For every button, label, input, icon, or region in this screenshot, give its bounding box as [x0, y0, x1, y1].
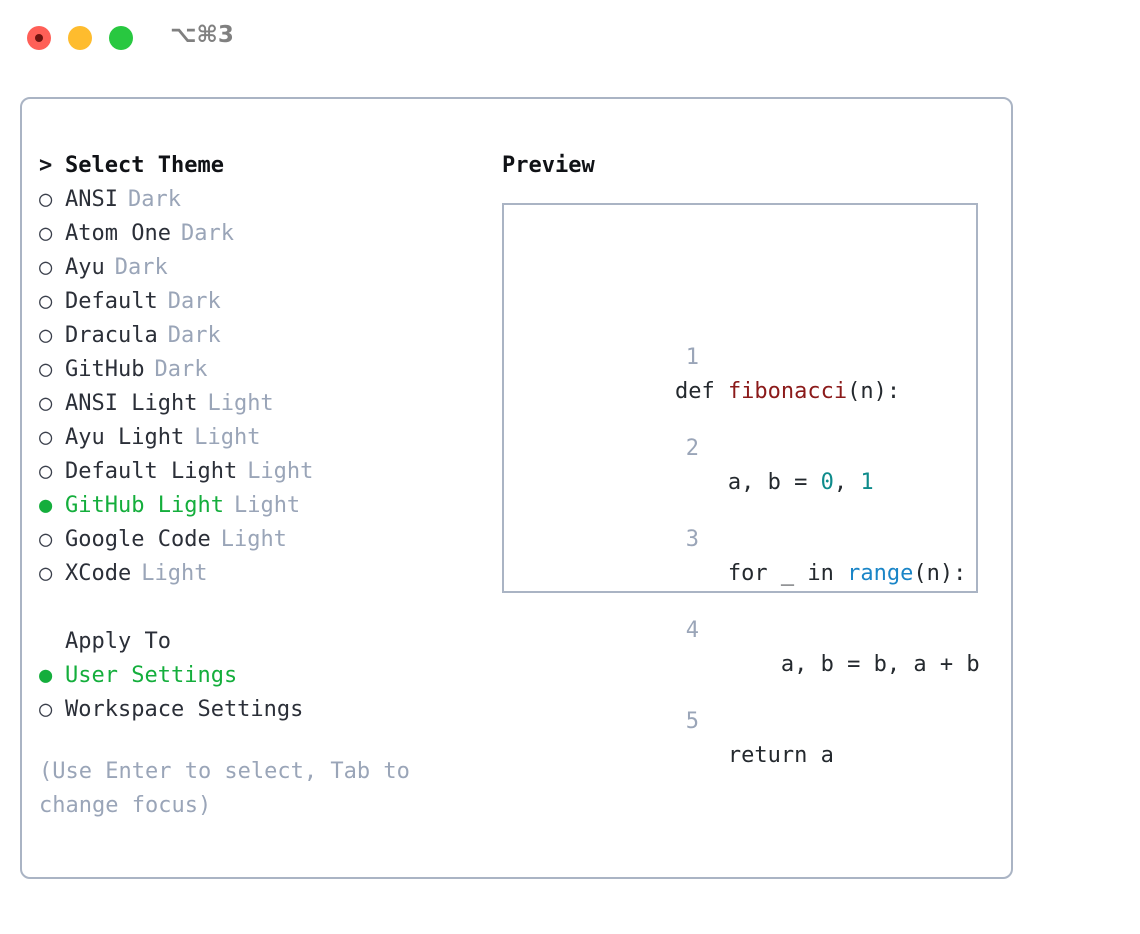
code-token: for _ in	[674, 561, 848, 586]
theme-kind: Dark	[167, 323, 221, 348]
minimize-button-icon[interactable]	[68, 26, 92, 50]
theme-list-item[interactable]: ○ GitHub Dark	[39, 353, 479, 387]
theme-kind: Light	[141, 561, 208, 586]
apply-to-header: Apply To	[65, 629, 171, 654]
theme-kind: Light	[220, 527, 287, 552]
code-token-number: 1	[860, 470, 874, 495]
radio-icon[interactable]: ○	[39, 255, 53, 280]
apply-to-item[interactable]: ○ Workspace Settings	[39, 693, 479, 727]
keyboard-shortcut-label: ⌥⌘3	[170, 22, 234, 48]
line-number: 5	[685, 709, 699, 734]
theme-name: XCode	[65, 561, 132, 586]
radio-icon[interactable]: ○	[39, 527, 53, 552]
radio-icon-selected[interactable]: ●	[39, 493, 53, 518]
theme-name: GitHub	[65, 357, 145, 382]
main-panel: > Select Theme ○ ANSI Dark ○ Atom One Da…	[20, 97, 1013, 879]
theme-name: ANSI Light	[65, 391, 198, 416]
theme-kind: Dark	[114, 255, 168, 280]
theme-name: Dracula	[65, 323, 158, 348]
theme-name: ANSI	[65, 187, 118, 212]
apply-to-item-selected[interactable]: ● User Settings	[39, 659, 479, 693]
theme-kind: Light	[207, 391, 274, 416]
code-sample: 1 def fibonacci(n): 2 a, b = 0, 1 3 for …	[516, 250, 1006, 934]
keyboard-hint-text: (Use Enter to select, Tab to change focu…	[39, 759, 410, 818]
window-controls	[27, 26, 133, 50]
theme-list-item[interactable]: ○ XCode Light	[39, 557, 479, 591]
code-line: 1 def fibonacci(n):	[516, 307, 1006, 404]
theme-list-item[interactable]: ○ Atom One Dark	[39, 217, 479, 251]
code-line: 4 a, b = b, a + b	[516, 580, 1006, 677]
radio-icon[interactable]: ○	[39, 425, 53, 450]
radio-icon[interactable]: ○	[39, 187, 53, 212]
code-line: 2 a, b = 0, 1	[516, 398, 1006, 495]
theme-list-item[interactable]: ○ ANSI Light Light	[39, 387, 479, 421]
theme-name: Default	[65, 289, 158, 314]
code-token-number: 0	[820, 470, 834, 495]
preview-column: Preview 1 def fibonacci(n): 2 a, b = 0, …	[502, 149, 992, 768]
radio-icon[interactable]: ○	[39, 459, 53, 484]
theme-list-item[interactable]: ○ Dracula Dark	[39, 319, 479, 353]
theme-list-item[interactable]: ○ Ayu Light Light	[39, 421, 479, 455]
code-token-function: fibonacci	[727, 379, 848, 404]
code-line: 5 return a	[516, 671, 1006, 768]
radio-icon[interactable]: ○	[39, 323, 53, 348]
theme-list-item[interactable]: ○ Default Dark	[39, 285, 479, 319]
theme-name: Ayu	[65, 255, 105, 280]
code-token: (n):	[847, 379, 901, 404]
radio-icon[interactable]: ○	[39, 221, 53, 246]
radio-icon[interactable]: ○	[39, 391, 53, 416]
apply-to-list: ● User Settings ○ Workspace Settings	[39, 659, 479, 727]
list-divider-space	[39, 591, 479, 625]
preview-title: Preview	[502, 153, 595, 178]
radio-icon[interactable]: ○	[39, 357, 53, 382]
code-token: (n):	[913, 561, 967, 586]
code-token: a, b =	[674, 470, 821, 495]
theme-kind: Dark	[154, 357, 208, 382]
code-line: 3 for _ in range(n):	[516, 489, 1006, 586]
theme-list-item[interactable]: ○ ANSI Dark	[39, 183, 479, 217]
theme-selector-column: > Select Theme ○ ANSI Dark ○ Atom One Da…	[39, 149, 479, 823]
apply-to-label: User Settings	[65, 663, 238, 688]
radio-icon[interactable]: ○	[39, 561, 53, 586]
theme-kind: Light	[233, 493, 301, 518]
apply-to-label: Workspace Settings	[65, 697, 304, 722]
theme-name: Ayu Light	[65, 425, 185, 450]
close-button-icon[interactable]	[27, 26, 51, 50]
theme-list-header: > Select Theme	[39, 149, 479, 183]
theme-kind: Dark	[180, 221, 234, 246]
theme-list-item[interactable]: ○ Google Code Light	[39, 523, 479, 557]
radio-icon[interactable]: ○	[39, 697, 53, 722]
code-blank-line	[516, 834, 1006, 868]
line-number: 1	[685, 345, 699, 370]
code-token: return a	[674, 743, 834, 768]
code-token: ,	[833, 470, 861, 495]
theme-list-item-selected[interactable]: ● GitHub Light Light	[39, 489, 479, 523]
page-title: Select Theme	[65, 153, 224, 178]
theme-kind: Light	[247, 459, 314, 484]
line-number: 4	[685, 618, 699, 643]
radio-icon-selected[interactable]: ●	[39, 663, 53, 688]
title-bar: ⌥⌘3	[0, 0, 1140, 76]
line-number: 2	[685, 436, 699, 461]
theme-list-item[interactable]: ○ Default Light Light	[39, 455, 479, 489]
theme-name: GitHub Light	[65, 493, 224, 518]
theme-kind: Dark	[167, 289, 221, 314]
caret-icon: >	[39, 153, 53, 178]
theme-kind: Dark	[127, 187, 181, 212]
code-token: a, b = b, a + b	[674, 652, 980, 677]
theme-name: Google Code	[65, 527, 211, 552]
theme-list: ○ ANSI Dark ○ Atom One Dark ○ Ayu Dark ○…	[39, 183, 479, 591]
zoom-button-icon[interactable]	[109, 26, 133, 50]
theme-name: Atom One	[65, 221, 171, 246]
line-number: 3	[685, 527, 699, 552]
radio-icon[interactable]: ○	[39, 289, 53, 314]
diff-line-context: 1 This is a context line.	[516, 925, 1006, 934]
theme-kind: Light	[194, 425, 261, 450]
code-token: def	[674, 379, 728, 404]
preview-box: 1 def fibonacci(n): 2 a, b = 0, 1 3 for …	[502, 203, 980, 768]
theme-list-item[interactable]: ○ Ayu Dark	[39, 251, 479, 285]
theme-name: Default Light	[65, 459, 238, 484]
code-token-call: range	[847, 561, 914, 586]
